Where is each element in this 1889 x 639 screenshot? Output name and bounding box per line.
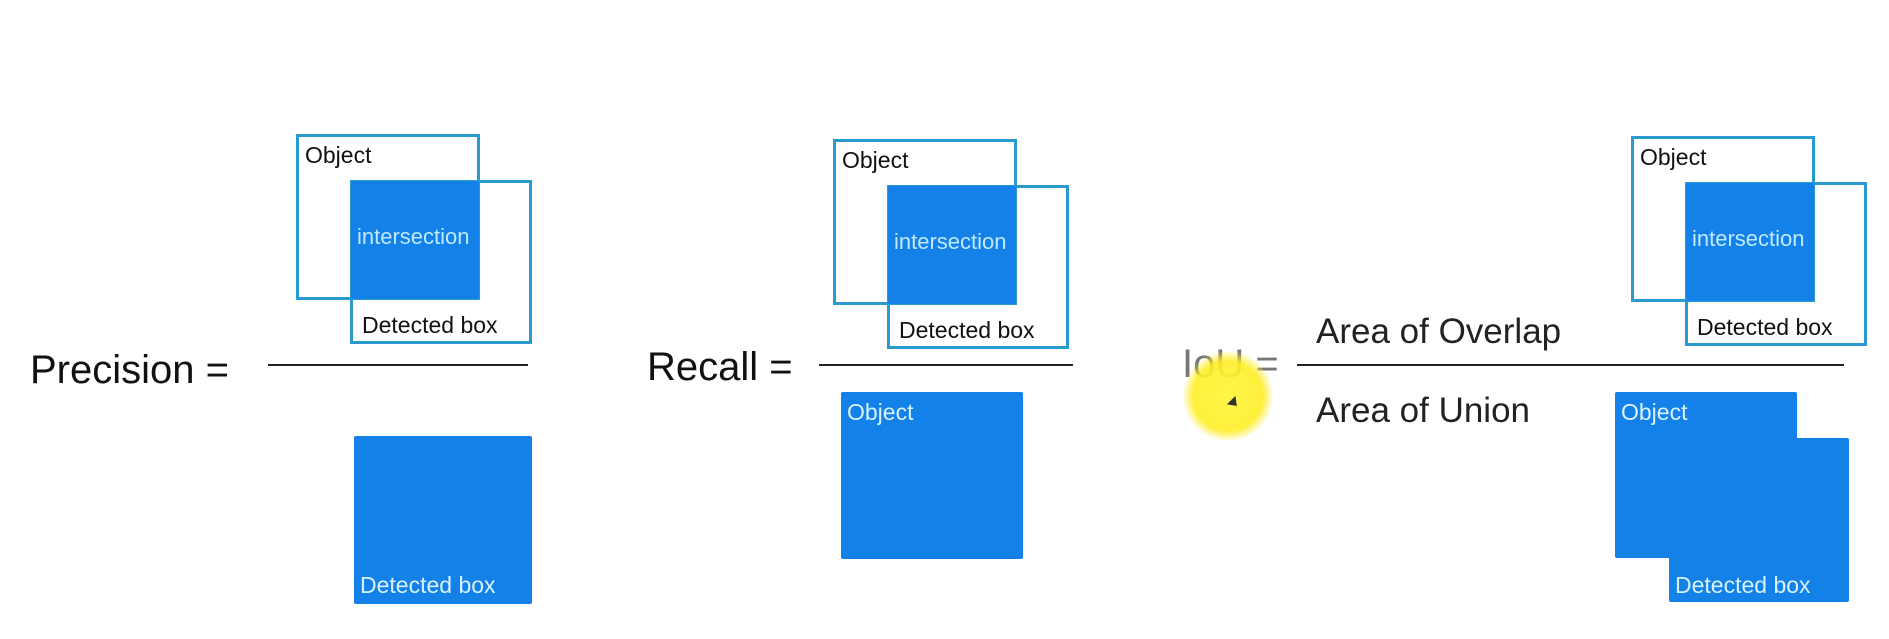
intersection-label: intersection <box>1692 226 1805 251</box>
detected-box-label: Detected box <box>362 312 498 338</box>
recall-fraction-line <box>819 364 1073 366</box>
object-label: Object <box>1640 144 1707 170</box>
iou-formula: IoU = Area of Overlap Area of Union Obje… <box>1120 0 1889 639</box>
iou-union-detected-box <box>1669 438 1849 602</box>
intersection-label: intersection <box>357 224 470 249</box>
precision-fraction-line <box>268 364 528 366</box>
intersection-box <box>888 186 1016 304</box>
recall-numerator-diagram: Object intersection Detected box <box>833 139 1073 349</box>
iou-denominator-text: Area of Union <box>1316 391 1531 430</box>
object-label: Object <box>1621 399 1688 425</box>
iou-numerator-diagram: Object intersection Detected box <box>1631 136 1871 346</box>
object-label: Object <box>847 399 914 425</box>
detected-box-label: Detected box <box>360 572 496 598</box>
cursor-highlight <box>1183 351 1273 441</box>
precision-denominator-detected-box <box>354 436 532 604</box>
recall-label: Recall = <box>647 345 793 389</box>
intersection-box <box>1686 183 1814 301</box>
recall-denominator-object-box <box>841 392 1023 559</box>
precision-label: Precision = <box>30 348 229 392</box>
intersection-label: intersection <box>894 229 1007 254</box>
object-label: Object <box>305 142 372 168</box>
recall-formula: Recall = Object intersection Detected bo… <box>560 0 1120 639</box>
detected-box-label: Detected box <box>899 317 1035 343</box>
precision-numerator-diagram: Object intersection Detected box <box>296 134 536 344</box>
detected-box-label: Detected box <box>1675 572 1811 598</box>
iou-numerator-text: Area of Overlap <box>1316 312 1562 351</box>
precision-formula: Precision = Object intersection Detected… <box>0 0 560 639</box>
object-label: Object <box>842 147 909 173</box>
detected-box-label: Detected box <box>1697 314 1833 340</box>
iou-fraction-line <box>1297 364 1844 366</box>
intersection-box <box>351 181 479 299</box>
